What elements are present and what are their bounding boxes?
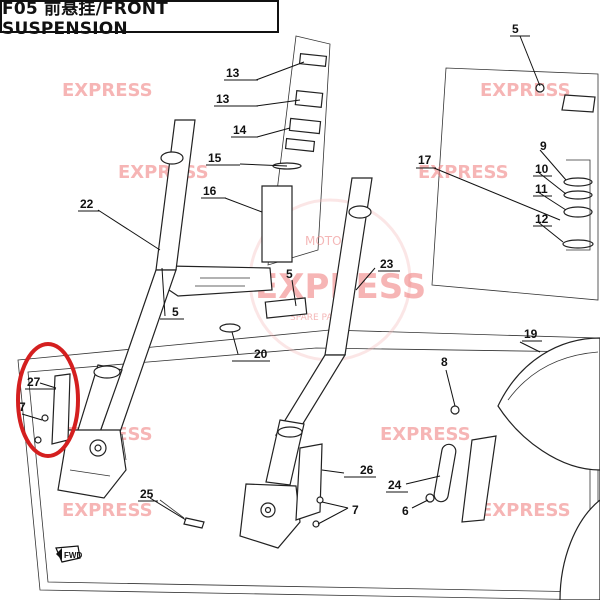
callout-5b: 5: [172, 305, 179, 319]
callout-24: 24: [388, 478, 402, 492]
callout-10: 10: [535, 162, 549, 176]
callout-14: 14: [233, 123, 247, 137]
callout-16: 16: [203, 184, 217, 198]
callout-17: 17: [418, 153, 432, 167]
fwd-arrow: FWD: [55, 545, 82, 563]
watermark-top: MOTO: [305, 234, 342, 248]
callout-7b: 7: [352, 503, 359, 517]
callout-20: 20: [254, 347, 268, 361]
watermark-br: EXPRESS: [480, 500, 571, 521]
watermark-tl: EXPRESS: [62, 80, 153, 101]
callout-13b: 13: [216, 92, 230, 106]
callout-26: 26: [360, 463, 374, 477]
callout-15: 15: [208, 151, 222, 165]
callout-8: 8: [441, 355, 448, 369]
callout-5c: 5: [286, 267, 293, 281]
callout-13a: 13: [226, 66, 240, 80]
watermark-sub: SPARE PARTS: [290, 313, 350, 323]
front-fender: [425, 337, 600, 601]
callout-11: 11: [535, 182, 548, 196]
title-box: F05 前悬挂/FRONT SUSPENSION: [0, 0, 279, 39]
callout-19: 19: [524, 327, 538, 341]
watermark-ml: EXPRESS: [118, 162, 209, 183]
brake-pin: [159, 499, 205, 529]
watermark-bl2: EXPRESS: [62, 500, 153, 521]
callout-22: 22: [80, 197, 94, 211]
right-fork-leg: [239, 177, 373, 549]
highlight-circle: [16, 342, 80, 458]
callout-27: 27: [27, 375, 41, 389]
watermark-mr: EXPRESS: [418, 162, 509, 183]
callout-labels: 5 13 13 14 15 16 17 9 10 11 12 22 5 5 23…: [19, 22, 552, 518]
handlebar-clamp-parts: [165, 53, 328, 333]
leader-lines: [21, 35, 567, 525]
watermark-tr: EXPRESS: [480, 80, 571, 101]
diagram-title: F05 前悬挂/FRONT SUSPENSION: [2, 0, 168, 39]
callout-23: 23: [380, 257, 394, 271]
watermark-bm: EXPRESS: [380, 424, 471, 445]
callout-12: 12: [535, 212, 549, 226]
left-fork-leg: [57, 119, 196, 499]
callout-5a: 5: [512, 22, 519, 36]
fwd-label: FWD: [64, 551, 82, 560]
callout-7a: 7: [19, 400, 26, 414]
steering-bearing-parts: [562, 159, 594, 251]
callout-9: 9: [540, 139, 547, 153]
callout-25: 25: [140, 487, 154, 501]
callout-6: 6: [402, 504, 409, 518]
